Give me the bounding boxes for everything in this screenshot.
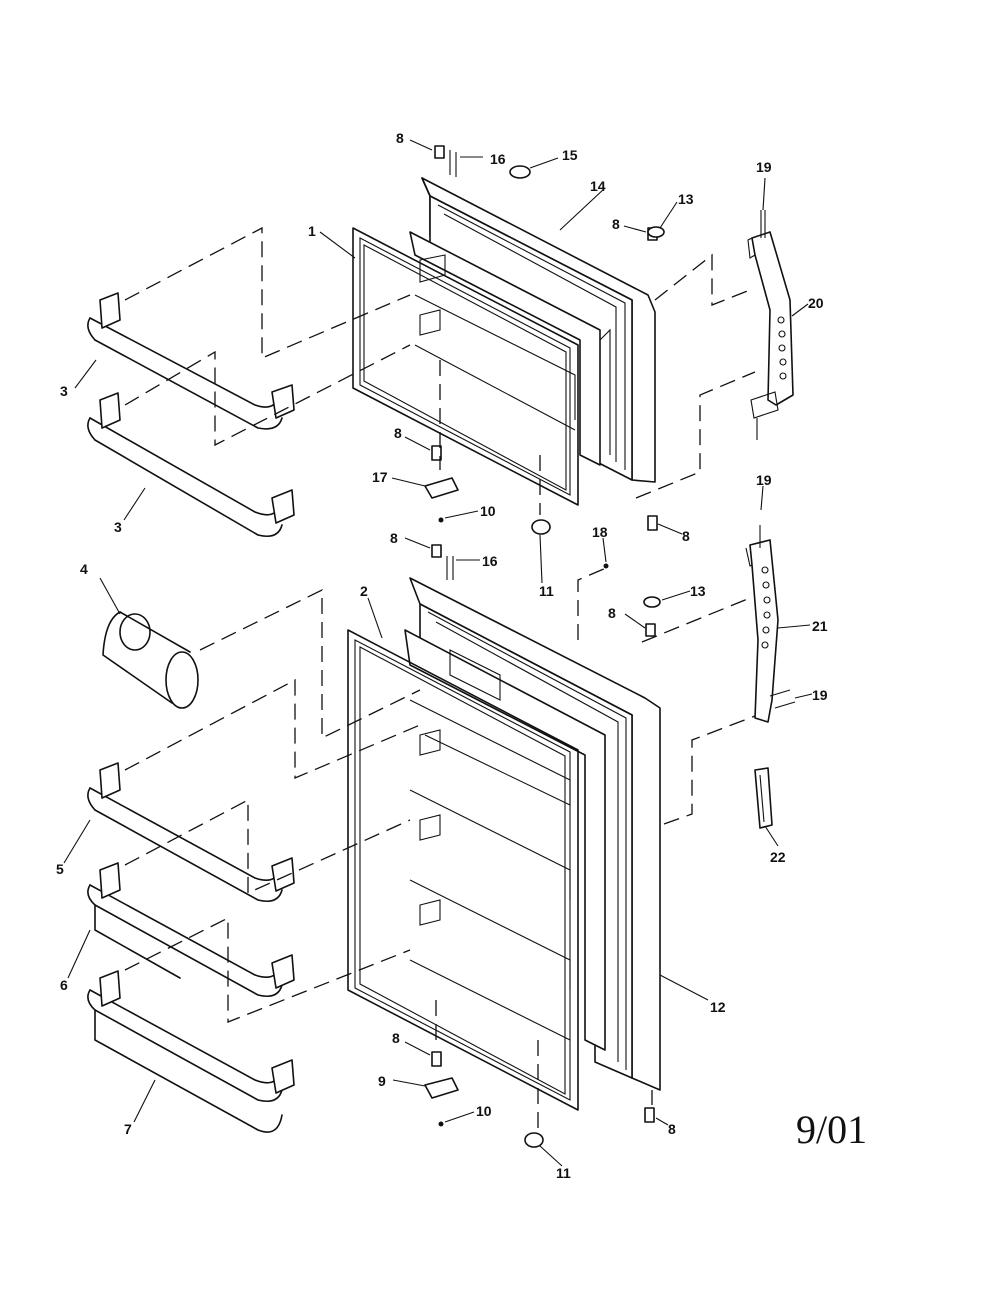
freezer-door-gasket bbox=[352, 227, 579, 506]
callout-8-b: 8 bbox=[612, 216, 620, 232]
callout-16-a: 16 bbox=[490, 151, 506, 167]
hinge-pin-hardware bbox=[424, 145, 796, 1148]
fresh-food-door-gasket bbox=[347, 629, 579, 1111]
callout-labels: 1 2 3 3 4 5 6 7 8 8 8 8 8 8 8 8 9 10 10 … bbox=[56, 130, 828, 1181]
callout-20: 20 bbox=[808, 295, 824, 311]
freezer-shelf-bar-lower bbox=[87, 392, 295, 538]
callout-8-g: 8 bbox=[392, 1030, 400, 1046]
date-code: 9/01 bbox=[796, 1107, 867, 1152]
callout-leader-lines bbox=[63, 139, 813, 1167]
callout-16-b: 16 bbox=[482, 553, 498, 569]
callout-19-a: 19 bbox=[756, 159, 772, 175]
callout-2: 2 bbox=[360, 583, 368, 599]
freezer-shelf-bar-upper bbox=[87, 292, 295, 430]
callout-11-a: 11 bbox=[539, 583, 554, 599]
callout-8-d: 8 bbox=[682, 528, 690, 544]
door-shelf-bin-6 bbox=[87, 862, 295, 998]
callout-10-b: 10 bbox=[476, 1103, 492, 1119]
callout-8-h: 8 bbox=[668, 1121, 676, 1137]
callout-7: 7 bbox=[124, 1121, 132, 1137]
callout-8-e: 8 bbox=[390, 530, 398, 546]
callout-3-lower: 3 bbox=[114, 519, 122, 535]
callout-13-b: 13 bbox=[690, 583, 706, 599]
callout-10-a: 10 bbox=[480, 503, 496, 519]
callout-8-f: 8 bbox=[608, 605, 616, 621]
callout-21: 21 bbox=[812, 618, 828, 634]
callout-5: 5 bbox=[56, 861, 64, 877]
callout-9: 9 bbox=[378, 1073, 386, 1089]
callout-12: 12 bbox=[710, 999, 726, 1015]
assembly-guide-lines bbox=[124, 226, 756, 1130]
door-shelf-bar-5 bbox=[87, 762, 295, 903]
freezer-door-handle bbox=[747, 231, 794, 419]
door-shelf-bin-7 bbox=[87, 970, 295, 1133]
callout-1: 1 bbox=[308, 223, 316, 239]
callout-22: 22 bbox=[770, 849, 786, 865]
callout-11-b: 11 bbox=[556, 1165, 571, 1181]
callout-8-a: 8 bbox=[396, 130, 404, 146]
egg-bin bbox=[102, 611, 199, 709]
callout-13-a: 13 bbox=[678, 191, 694, 207]
fresh-food-door-handle bbox=[745, 539, 779, 723]
callout-18: 18 bbox=[592, 524, 608, 540]
callout-19-b: 19 bbox=[756, 472, 772, 488]
handle-trim-piece bbox=[754, 767, 773, 829]
callout-17: 17 bbox=[372, 469, 388, 485]
callout-4: 4 bbox=[80, 561, 88, 577]
callout-19-c: 19 bbox=[812, 687, 828, 703]
callout-3-upper: 3 bbox=[60, 383, 68, 399]
callout-6: 6 bbox=[60, 977, 68, 993]
callout-15: 15 bbox=[562, 147, 578, 163]
callout-8-c: 8 bbox=[394, 425, 402, 441]
callout-14: 14 bbox=[590, 178, 606, 194]
